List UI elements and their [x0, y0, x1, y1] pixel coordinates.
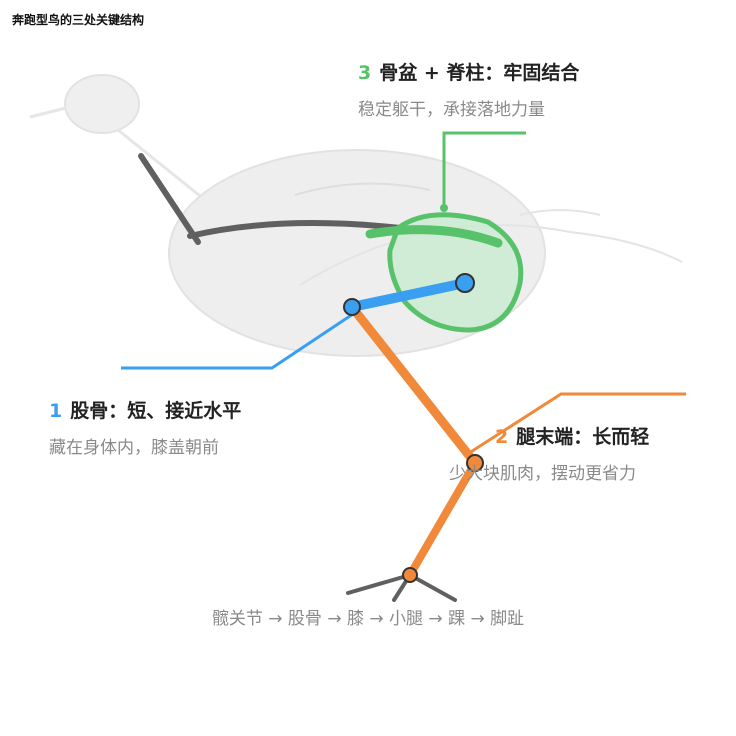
tibia-leader-line [465, 392, 686, 457]
tibia-label-desc: 少大块肌肉，摆动更省力 [449, 464, 636, 484]
femur-label-heading: 1 股骨：短、接近水平 [49, 396, 241, 423]
tibia-bone [347, 302, 480, 468]
femur-bone [347, 278, 470, 312]
toe-joint-marker [402, 567, 418, 583]
bird-wing-line-2 [519, 209, 601, 216]
pelvis-label-title: 骨盆 + 脊柱：牢固结合 [379, 62, 580, 84]
tibia-label-number: 2 [495, 426, 509, 448]
pelvis-leader-dot [440, 204, 448, 212]
bird-neck-outline [117, 128, 216, 210]
bird-head-outline [64, 74, 140, 134]
spine-line [187, 220, 403, 239]
tibia-label-title: 腿末端：长而轻 [516, 426, 650, 448]
pelvis-leader-line [442, 131, 526, 207]
ankle-joint-marker [466, 454, 484, 472]
neck-bone [138, 153, 201, 245]
femur-label-number: 1 [49, 400, 63, 422]
tarsus-bone [406, 459, 479, 579]
femur-label-desc: 藏在身体内，膝盖朝前 [49, 438, 219, 458]
tibia-label: 2 腿末端：长而轻 少大块肌肉，摆动更省力 [449, 422, 649, 484]
hip-joint-marker [455, 273, 475, 293]
femur-label-title: 股骨：短、接近水平 [70, 400, 242, 422]
knee-joint-marker [343, 298, 361, 316]
bird-tail-outline [299, 224, 683, 286]
tibia-label-heading: 2 腿末端：长而轻 [495, 422, 649, 449]
bird-wing-line [294, 182, 431, 196]
pelvis-label-desc: 稳定躯干，承接落地力量 [358, 100, 545, 120]
bird-beak-outline [29, 106, 67, 119]
pelvis-label-heading: 3 骨盆 + 脊柱：牢固结合 [358, 58, 579, 85]
femur-label: 1 股骨：短、接近水平 藏在身体内，膝盖朝前 [49, 396, 241, 458]
pelvis-top-bar [365, 225, 503, 248]
foot-toes [346, 573, 457, 602]
bone-chain-caption: 髋关节 → 股骨 → 膝 → 小腿 → 踝 → 脚趾 [211, 609, 525, 629]
diagram-title: 奔跑型鸟的三处关键结构 [12, 13, 145, 27]
pelvis-label: 3 骨盆 + 脊柱：牢固结合 稳定躯干，承接落地力量 [358, 58, 579, 120]
pelvis-label-number: 3 [358, 62, 372, 84]
femur-leader-line [121, 310, 357, 370]
